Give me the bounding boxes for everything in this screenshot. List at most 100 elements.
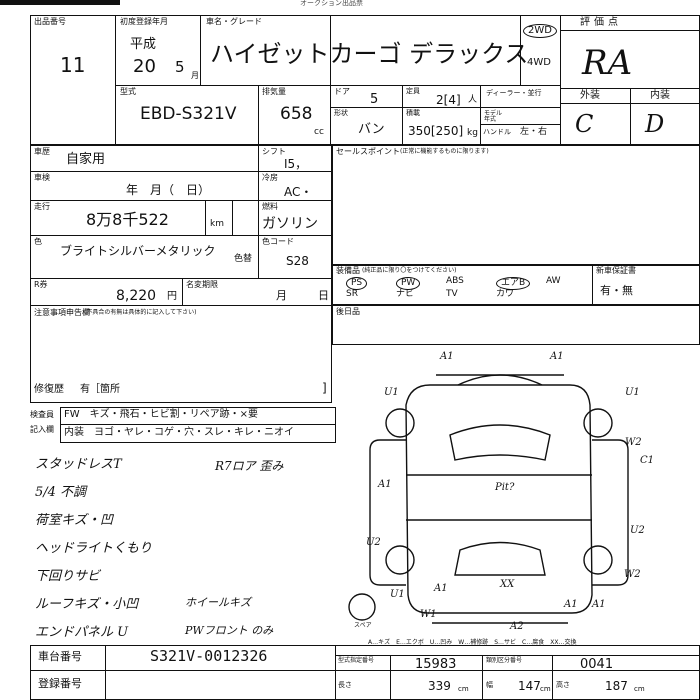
usage-label: 車歴 xyxy=(34,147,50,156)
damage-mark: Pit? xyxy=(494,482,515,493)
handwritten-note: スタッドレスT xyxy=(35,457,122,472)
inspection: 年 月（ 日） xyxy=(126,183,211,197)
damage-mark: A1 xyxy=(377,479,392,490)
fuel: ガソリン xyxy=(262,216,318,232)
reg-deadline-month: 月 xyxy=(276,289,287,302)
note-right-3: PWフロント のみ xyxy=(185,624,274,637)
model-code: EBD-S321V xyxy=(140,104,237,124)
damage-mark: A1 xyxy=(439,351,454,362)
damage-mark: C1 xyxy=(640,455,654,466)
length-label: 長さ xyxy=(338,681,352,689)
damage-mark: A2 xyxy=(509,621,524,632)
registration-deadline-label: 名変期限 xyxy=(186,280,218,289)
model-label: 型式 xyxy=(120,87,136,96)
exterior-label: 外装 xyxy=(580,90,600,101)
recycle-unit: 円 xyxy=(167,291,177,302)
damage-mark: U1 xyxy=(384,387,399,398)
reg-year: 20 xyxy=(133,56,156,77)
equipment-item: エアB xyxy=(496,277,531,290)
model-year-label: モデル年式 xyxy=(484,110,503,123)
width-label: 幅 xyxy=(486,681,493,689)
sales-point-label: セールスポイント xyxy=(336,147,400,156)
reg-deadline-day: 日 xyxy=(318,289,329,302)
type-cert: 15983 xyxy=(415,657,457,672)
shift-label: シフト xyxy=(262,147,286,156)
chassis-number: S321V-0012326 xyxy=(150,647,268,665)
damage-mark: XX xyxy=(499,579,515,590)
shape-label: 形状 xyxy=(334,109,348,117)
damage-legend: A…キズ E…エクボ U…凹み W…補修跡 S…サビ C…腐食 XX…交換 xyxy=(368,639,577,646)
top-fragment: オークション出品票 xyxy=(0,0,700,10)
damage-mark: A1 xyxy=(591,599,606,610)
capacity: 2[4] xyxy=(436,93,461,107)
equipment-item: ナビ xyxy=(396,289,415,299)
handle: 左・右 xyxy=(520,127,548,137)
checklist-row1-label: 検査員 xyxy=(30,410,54,419)
equipment-item: PS xyxy=(346,277,368,290)
equipment-item: TV xyxy=(446,289,458,299)
first-registration-label: 初度登録年月 xyxy=(120,17,168,26)
ac-label: 冷房 xyxy=(262,173,278,182)
rear-items-label: 後日品 xyxy=(336,307,360,316)
handwritten-note: ヘッドライトくもり xyxy=(35,541,153,556)
mileage-label: 走行 xyxy=(34,202,50,211)
type-cert-label: 型式指定番号 xyxy=(338,657,375,664)
equipment-item: SR xyxy=(346,289,358,299)
car-name-label: 車名・グレード xyxy=(206,17,262,26)
color: ブライトシルバーメタリック xyxy=(60,244,216,258)
checklist xyxy=(60,407,336,443)
color-code: S28 xyxy=(286,254,309,268)
rear-items-block xyxy=(332,305,700,345)
usage: 自家用 xyxy=(66,152,106,167)
handwritten-note: ルーフキズ・小凹 xyxy=(35,597,139,612)
score-label: 評価点 xyxy=(580,17,622,28)
repair-history: 有［箇所 xyxy=(80,384,120,395)
handwritten-note: 荷室キズ・凹 xyxy=(35,513,114,528)
load-unit: kg xyxy=(467,128,478,138)
score: RA xyxy=(582,43,633,83)
damage-mark: U2 xyxy=(630,525,645,536)
mileage: 8万8千522 xyxy=(86,210,169,229)
car-name: ハイゼットカーゴ デラックス xyxy=(210,40,529,68)
damage-mark: A1 xyxy=(549,351,564,362)
shape: バン xyxy=(358,122,385,137)
color-label: 色 xyxy=(34,237,42,246)
footer xyxy=(30,645,700,700)
damage-mark: U1 xyxy=(390,589,405,600)
capacity-label: 定員 xyxy=(406,87,420,95)
interior-grade: D xyxy=(645,110,665,138)
sales-point-block xyxy=(332,145,700,265)
length: 339 xyxy=(428,679,451,693)
spare-label: スペア xyxy=(354,622,372,629)
new-car-warranty: 有・無 xyxy=(600,284,633,297)
inspection-label: 車検 xyxy=(34,173,50,182)
notes-sub: (不具合の有無は具体的に記入して下さい) xyxy=(84,309,197,316)
vehicle-info-block xyxy=(30,145,332,403)
notes-label: 注意事項申告欄 xyxy=(34,308,90,317)
recycle-label: R券 xyxy=(34,280,48,289)
handwritten-note: 5/4 不調 xyxy=(35,485,87,500)
damage-mark: A1 xyxy=(563,599,578,610)
checklist-row1: FW キズ・飛石・ヒビ割・リペア跡・×要 xyxy=(64,409,259,420)
dealer-label: ディーラー・並行 xyxy=(486,89,542,97)
displacement-unit: cc xyxy=(314,127,324,137)
era: 平成 xyxy=(130,37,157,52)
shift: I5， xyxy=(284,157,308,171)
handwritten-note: エンドパネル U xyxy=(35,625,129,640)
damage-mark: W2 xyxy=(624,569,641,580)
equipment-label: 装備品 xyxy=(336,266,360,275)
chassis-label: 車台番号 xyxy=(38,650,82,663)
damage-mark: W1 xyxy=(420,609,437,620)
note-right-2: ホイールキズ xyxy=(185,596,251,609)
drive-2wd: 2WD xyxy=(523,24,557,38)
reg-month-unit: 月 xyxy=(191,71,199,80)
lot-number: 11 xyxy=(60,53,86,77)
original-color-label: 色替 xyxy=(234,254,253,264)
width: 147 xyxy=(518,679,541,693)
note-right-1: R7ロア 歪み xyxy=(215,459,284,473)
doors-label: ドア xyxy=(334,87,350,96)
new-car-warranty-label: 新車保証書 xyxy=(596,266,636,275)
mileage-unit: km xyxy=(210,219,224,229)
damage-mark: U1 xyxy=(625,387,640,398)
